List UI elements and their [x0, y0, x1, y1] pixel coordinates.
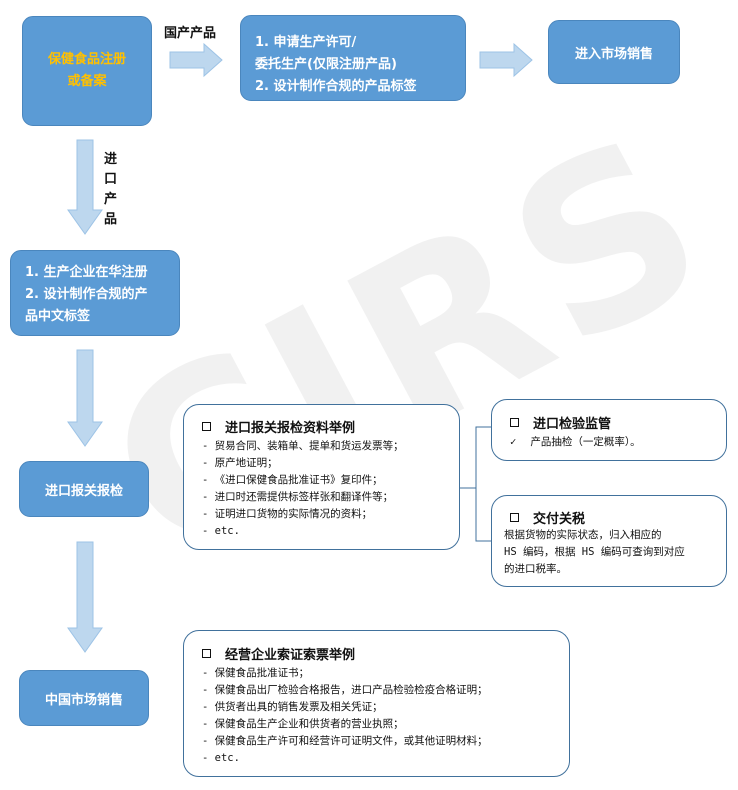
- list-item: 根据货物的实际状态，归入相应的: [504, 529, 662, 541]
- panel-title-text: 进口报关报检资料举例: [225, 421, 356, 436]
- panel-title-text: 经营企业索证索票举例: [225, 648, 356, 663]
- checkbox-icon: [202, 649, 211, 658]
- panel-title-text: 进口检验监管: [533, 417, 612, 432]
- checkbox-icon: [202, 422, 211, 431]
- tax-panel: 交付关税 根据货物的实际状态，归入相应的 HS 编码，根据 HS 编码可查询到对…: [491, 495, 727, 587]
- list-item: - 贸易合同、装箱单、提单和货运发票等；: [202, 440, 404, 452]
- list-item: - 证明进口货物的实际情况的资料；: [202, 508, 373, 520]
- list-item: 的进口税率。: [504, 563, 567, 575]
- imported-product-label: 进 口 产 品: [104, 150, 120, 230]
- panel-title: 经营企业索证索票举例: [202, 644, 569, 663]
- import-steps-node: 1. 生产企业在华注册 2. 设计制作合规的产 品中文标签: [10, 250, 180, 336]
- node-text: 进入市场销售: [574, 46, 653, 62]
- list-item: HS 编码，根据 HS 编码可查询到对应: [504, 546, 685, 558]
- arrow-right-1: [169, 42, 223, 78]
- arrow-down-3: [67, 541, 103, 653]
- china-sales-node: 中国市场销售: [19, 670, 149, 726]
- market-sales-node: 进入市场销售: [548, 20, 680, 84]
- checkbox-icon: [510, 418, 519, 427]
- list-item: - etc.: [202, 525, 240, 537]
- panel-title-text: 交付关税: [533, 512, 586, 527]
- node-line: 1. 生产企业在华注册: [25, 265, 148, 280]
- label-char: 产: [104, 192, 118, 207]
- list-item: - 保健食品生产许可和经营许可证明文件，或其他证明材料；: [202, 735, 488, 747]
- node-line: 保健食品注册: [47, 52, 126, 67]
- arrow-right-2: [479, 42, 533, 78]
- node-line: 品中文标签: [25, 309, 91, 324]
- label-char: 品: [104, 212, 118, 227]
- domestic-steps-node: 1. 申请生产许可/ 委托生产(仅限注册产品) 2. 设计制作合规的产品标签: [240, 15, 466, 101]
- node-line: 2. 设计制作合规的产: [25, 287, 148, 302]
- node-line: 委托生产(仅限注册产品): [255, 57, 397, 72]
- list-item: ✓ 产品抽检（一定概率）。: [510, 434, 726, 451]
- customs-node: 进口报关报检: [19, 461, 149, 517]
- list-item: - 保健食品出厂检验合格报告，进口产品检验检疫合格证明；: [202, 684, 488, 696]
- panel-title: 进口报关报检资料举例: [202, 417, 459, 436]
- list-item: - 保健食品批准证书；: [202, 667, 310, 679]
- label-char: 进: [104, 152, 118, 167]
- list-item: - 进口时还需提供标签样张和翻译件等；: [202, 491, 394, 503]
- list-item: - etc.: [202, 752, 240, 764]
- customs-docs-panel: 进口报关报检资料举例 - 贸易合同、装箱单、提单和货运发票等； - 原产地证明；…: [183, 404, 460, 550]
- panel-title: 交付关税: [504, 508, 726, 527]
- list-item: - 保健食品生产企业和供货者的营业执照；: [202, 718, 404, 730]
- node-line: 1. 申请生产许可/: [255, 35, 357, 50]
- panel-title: 进口检验监管: [510, 413, 726, 432]
- registration-node: 保健食品注册 或备案: [22, 16, 152, 126]
- domestic-product-label: 国产产品: [164, 26, 217, 41]
- arrow-down-2: [67, 349, 103, 447]
- checkbox-icon: [510, 513, 519, 522]
- node-line: 或备案: [67, 74, 107, 89]
- node-text: 进口报关报检: [44, 483, 123, 499]
- arrow-down-1: [67, 139, 103, 235]
- list-item: - 原产地证明；: [202, 457, 278, 469]
- label-char: 口: [104, 172, 118, 187]
- list-item: - 《进口保健食品批准证书》复印件；: [202, 474, 383, 486]
- sales-docs-panel: 经营企业索证索票举例 - 保健食品批准证书； - 保健食品出厂检验合格报告，进口…: [183, 630, 570, 777]
- list-item-text: 产品抽检（一定概率）。: [530, 436, 641, 448]
- checkmark-icon: ✓: [510, 436, 517, 448]
- list-item: - 供货者出具的销售发票及相关凭证；: [202, 701, 383, 713]
- node-text: 中国市场销售: [44, 692, 123, 708]
- inspection-panel: 进口检验监管 ✓ 产品抽检（一定概率）。: [491, 399, 727, 461]
- node-line: 2. 设计制作合规的产品标签: [255, 79, 417, 94]
